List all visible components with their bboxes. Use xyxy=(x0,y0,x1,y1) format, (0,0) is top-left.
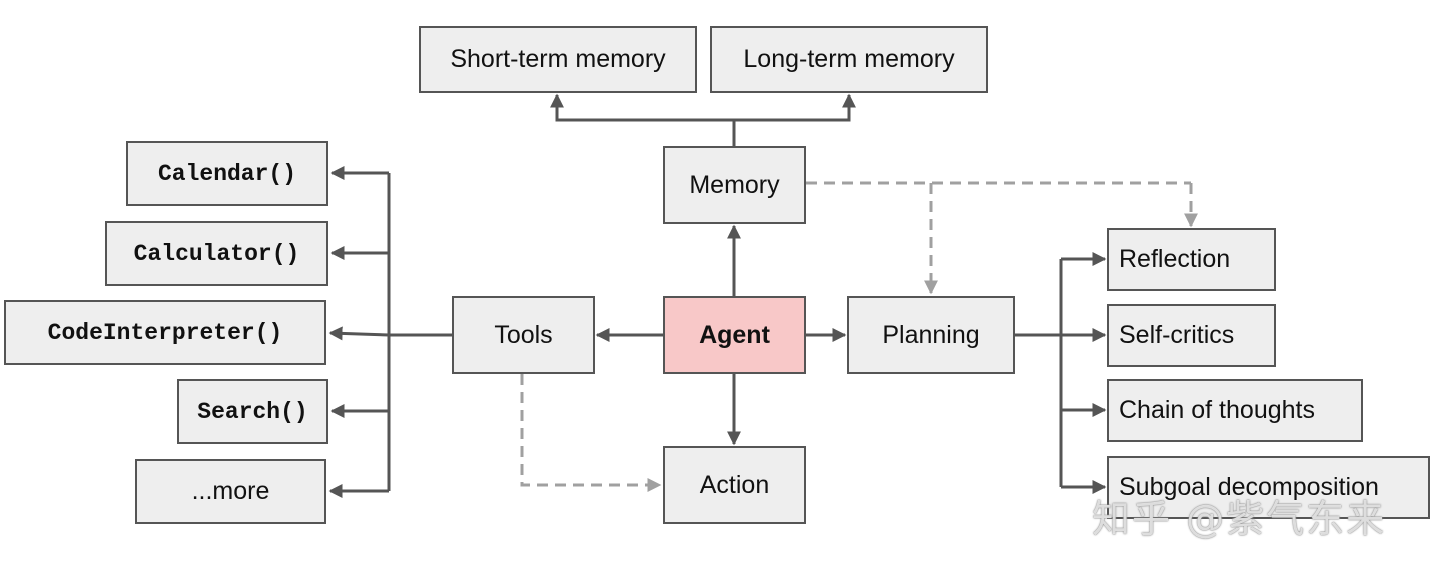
edge-planning-trunk xyxy=(1015,259,1063,487)
calendar-tool-node: Calendar() xyxy=(126,141,328,206)
more-tools-node: ...more xyxy=(135,459,326,524)
search-tool-node: Search() xyxy=(177,379,328,444)
long-term-memory-node: Long-term memory xyxy=(710,26,988,93)
code-interpreter-tool-label: CodeInterpreter() xyxy=(47,319,283,346)
edge-tools-dashed-to-action xyxy=(520,374,662,492)
memory-node: Memory xyxy=(663,146,806,224)
long-term-memory-label: Long-term memory xyxy=(743,45,955,73)
tools-node: Tools xyxy=(452,296,595,374)
calculator-tool-node: Calculator() xyxy=(105,221,328,286)
self-critics-label: Self-critics xyxy=(1119,321,1235,349)
tools-label: Tools xyxy=(494,320,553,349)
subgoal-decomposition-label: Subgoal decomposition xyxy=(1119,473,1379,501)
self-critics-node: Self-critics xyxy=(1107,304,1276,367)
edge-memory-to-long-term xyxy=(734,93,856,122)
chain-of-thoughts-label: Chain of thoughts xyxy=(1119,396,1315,424)
reflection-label: Reflection xyxy=(1119,245,1231,273)
planning-label: Planning xyxy=(882,320,980,349)
more-tools-label: ...more xyxy=(191,477,270,505)
short-term-memory-node: Short-term memory xyxy=(419,26,697,93)
chain-of-thoughts-node: Chain of thoughts xyxy=(1107,379,1363,442)
edge-memory-to-short-term xyxy=(550,93,734,122)
watermark: 知乎 @紫气东来 xyxy=(1092,497,1387,541)
action-node: Action xyxy=(663,446,806,524)
short-term-memory-label: Short-term memory xyxy=(450,45,666,73)
search-tool-label: Search() xyxy=(197,398,308,425)
reflection-node: Reflection xyxy=(1107,228,1276,291)
edge-tools-trunk xyxy=(387,173,452,491)
agent-label: Agent xyxy=(699,320,770,349)
subgoal-decomposition-node: Subgoal decomposition xyxy=(1107,456,1430,519)
code-interpreter-tool-node: CodeInterpreter() xyxy=(4,300,326,365)
calculator-tool-label: Calculator() xyxy=(133,240,300,267)
action-label: Action xyxy=(699,470,770,499)
edge-tools-to-code-interpreter xyxy=(328,326,390,341)
agent-node: Agent xyxy=(663,296,806,374)
planning-node: Planning xyxy=(847,296,1015,374)
memory-label: Memory xyxy=(689,170,780,199)
calendar-tool-label: Calendar() xyxy=(157,160,297,187)
